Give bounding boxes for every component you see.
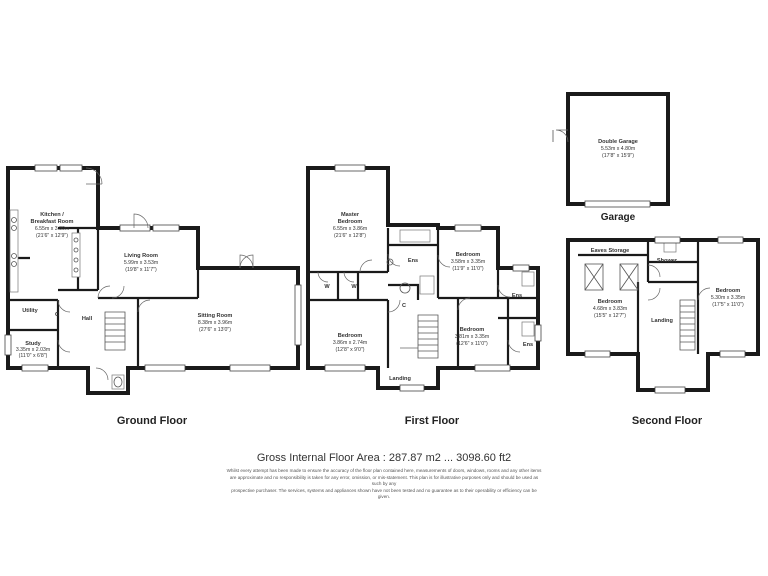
first-ensuite-2-name: Ens: [523, 342, 533, 348]
second-bedroom-west-metric: 4.68m x 3.83m: [593, 306, 627, 312]
first-bedroom-se-imperial: (12'6" x 11'0"): [456, 341, 488, 347]
eaves-storage-name: Eaves Storage: [591, 248, 630, 254]
wardrobe-2-name: W: [351, 284, 357, 290]
first-landing-name: Landing: [389, 376, 411, 382]
second-bedroom-east-metric: 5.30m x 3.35m: [711, 295, 745, 301]
second-bedroom-east-name: Bedroom: [716, 288, 741, 294]
first-bedroom-nw-metric: 3.86m x 2.74m: [333, 340, 367, 346]
first-bedroom-se-name: Bedroom: [460, 327, 485, 333]
garage-plan: Double Garage 5.53m x 4.80m (17'8" x 15'…: [552, 92, 670, 223]
first-bedroom-nw-name: Bedroom: [338, 333, 363, 339]
gross-internal-area: Gross Internal Floor Area : 287.87 m2 ..…: [256, 452, 512, 464]
master-bedroom-imperial: (21'6" x 12'8"): [334, 233, 366, 239]
kitchen-name-line1: Kitchen /: [40, 212, 64, 218]
kitchen-imperial: (21'6" x 12'9"): [36, 233, 68, 239]
first-bedroom-ne-metric: 3.58m x 3.35m: [451, 259, 485, 265]
second-bedroom-west-name: Bedroom: [598, 299, 623, 305]
second-floor-label: Second Floor: [632, 415, 703, 427]
sitting-room-metric: 8.38m x 3.96m: [198, 320, 232, 326]
second-landing-name: Landing: [651, 318, 673, 324]
first-bedroom-ne-name: Bedroom: [456, 252, 481, 258]
ground-floor-plan: Kitchen / Breakfast Room 6.55m x 3.89m (…: [4, 164, 302, 427]
ground-cupboard-name: C: [55, 312, 59, 318]
first-floor-plan: Master Bedroom 6.55m x 3.86m (21'6" x 12…: [306, 164, 542, 427]
living-room-metric: 5.99m x 3.53m: [124, 260, 158, 266]
disclaimer-line-2: are approximate and no responsibility is…: [229, 474, 539, 487]
utility-name: Utility: [22, 308, 38, 314]
living-room-name: Living Room: [124, 253, 158, 259]
disclaimer: Whilst every attempt has been made to en…: [225, 468, 543, 501]
master-bedroom-name-line2: Bedroom: [338, 219, 363, 225]
sitting-room-name: Sitting Room: [198, 313, 233, 319]
first-floor-label: First Floor: [405, 415, 460, 427]
garage-imperial: (17'8" x 15'9"): [602, 153, 634, 159]
first-bedroom-ne-imperial: (11'9" x 11'0"): [452, 266, 483, 272]
first-bedroom-se-metric: 3.81m x 3.35m: [455, 334, 489, 340]
garage-label: Garage: [601, 212, 636, 223]
disclaimer-line-1: Whilst every attempt has been made to en…: [226, 468, 542, 473]
study-imperial: (11'0" x 6'8"): [19, 353, 48, 359]
study-name: Study: [25, 341, 41, 347]
disclaimer-line-3: prospective purchaser. The services, sys…: [231, 487, 537, 500]
second-bedroom-west-imperial: (15'5" x 12'7"): [594, 313, 626, 319]
first-bedroom-nw-imperial: (12'8" x 9'0"): [335, 347, 364, 353]
ground-floor-label: Ground Floor: [117, 415, 188, 427]
sitting-room-imperial: (27'6" x 13'0"): [199, 327, 231, 333]
second-bedroom-east-imperial: (17'5" x 11'0"): [712, 302, 744, 308]
wardrobe-1-name: W: [324, 284, 330, 290]
master-ensuite-name: Ens: [408, 258, 418, 264]
first-cupboard-name: C: [402, 303, 406, 309]
master-bedroom-metric: 6.55m x 3.86m: [333, 226, 367, 232]
garage-room-name: Double Garage: [598, 139, 638, 145]
first-ensuite-1-name: Ens: [512, 293, 522, 299]
kitchen-metric: 6.55m x 3.89m: [35, 226, 69, 232]
master-bedroom-name-line1: Master: [341, 212, 360, 218]
kitchen-name-line2: Breakfast Room: [31, 219, 74, 225]
hall-name: Hall: [82, 316, 93, 322]
garage-metric: 5.53m x 4.80m: [601, 146, 635, 152]
shower-name: Shower: [657, 258, 678, 264]
living-room-imperial: (19'8" x 11'7"): [125, 267, 157, 273]
second-floor-plan: Eaves Storage Shower Bedroom 4.68m x 3.8…: [566, 236, 760, 427]
study-metric: 3.35m x 2.03m: [16, 347, 50, 353]
